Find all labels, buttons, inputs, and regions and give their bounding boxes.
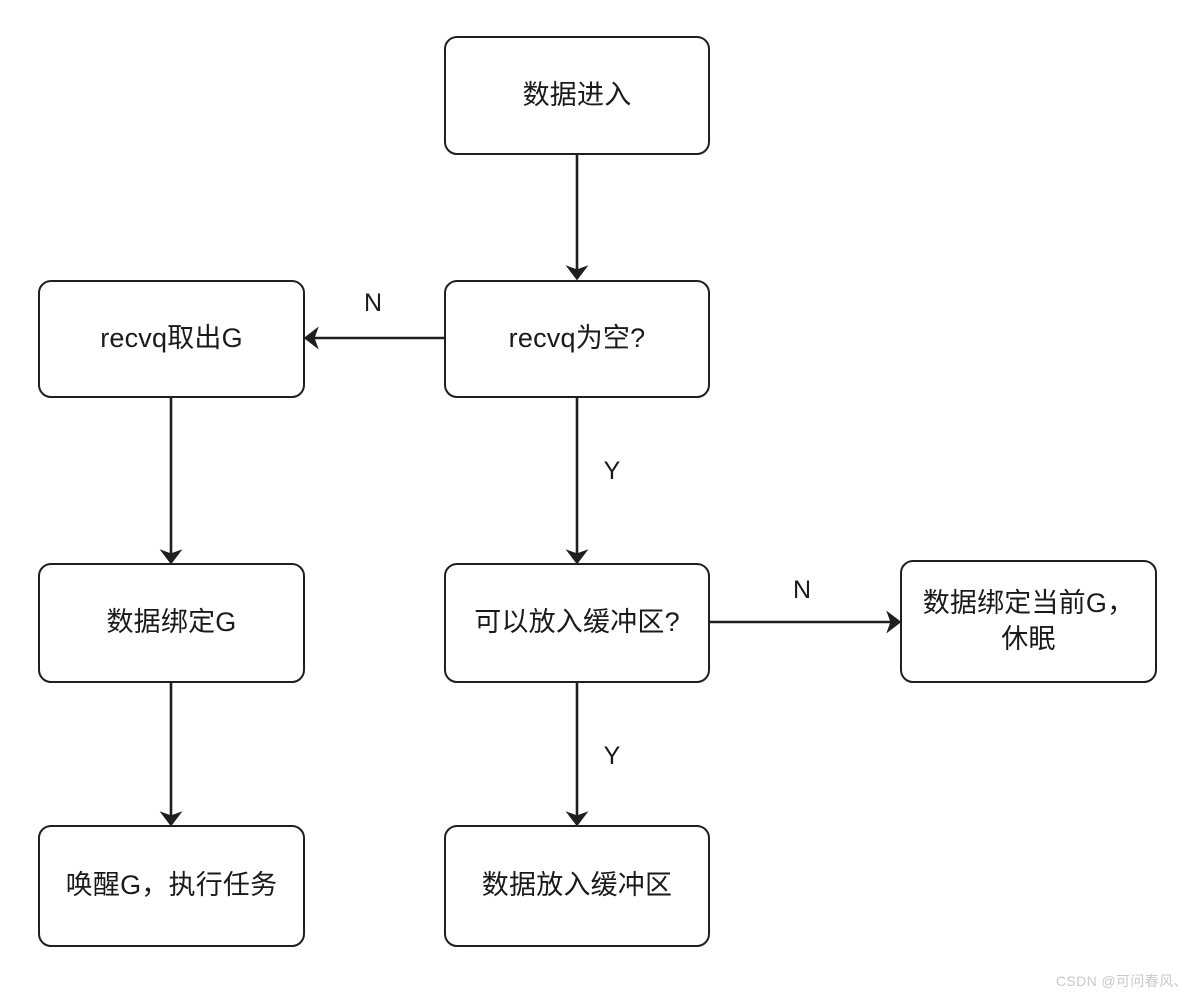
node-data-bind-g-label: 数据绑定G <box>106 607 237 638</box>
node-recvq-empty-label: recvq为空? <box>508 323 646 354</box>
node-bind-current-g-sleep-label: 数据绑定当前G，休眠 <box>922 587 1135 654</box>
node-data-enter-label: 数据进入 <box>522 79 632 110</box>
node-can-put-buffer-label: 可以放入缓冲区? <box>474 607 680 638</box>
node-data-into-buffer[interactable]: 数据放入缓冲区 <box>444 825 710 947</box>
node-wake-g-run-task-label: 唤醒G，执行任务 <box>65 870 278 901</box>
node-recvq-pop-g[interactable]: recvq取出G <box>38 280 305 398</box>
edge-label-buffer-no: N <box>792 576 812 604</box>
node-bind-current-g-sleep[interactable]: 数据绑定当前G，休眠 <box>900 560 1157 683</box>
edge-label-buffer-yes: Y <box>603 742 621 770</box>
watermark: CSDN @可问春风、 <box>1055 973 1188 989</box>
node-data-into-buffer-label: 数据放入缓冲区 <box>481 870 673 901</box>
edge-label-empty-no: N <box>363 289 383 317</box>
node-wake-g-run-task[interactable]: 唤醒G，执行任务 <box>38 825 305 947</box>
node-data-enter[interactable]: 数据进入 <box>444 36 710 155</box>
node-recvq-empty[interactable]: recvq为空? <box>444 280 710 398</box>
node-recvq-pop-g-label: recvq取出G <box>100 323 243 354</box>
edge-label-empty-yes: Y <box>603 457 621 485</box>
node-can-put-buffer[interactable]: 可以放入缓冲区? <box>444 563 710 683</box>
node-data-bind-g[interactable]: 数据绑定G <box>38 563 305 683</box>
